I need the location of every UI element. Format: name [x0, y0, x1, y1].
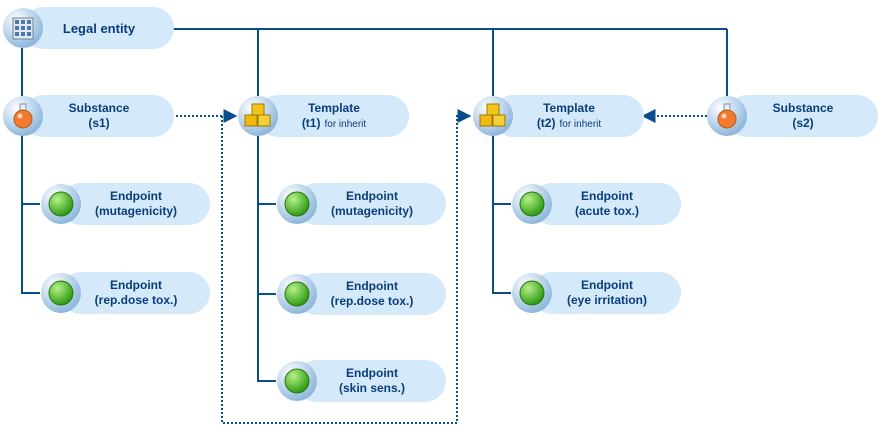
substance-s1-id: (s1) [88, 116, 110, 130]
template-t2-note: for inherit [559, 118, 602, 130]
green-ball-icon [277, 274, 317, 314]
t2-endpoint-eye-irritation-node: Endpoint (eye irritation) [511, 272, 681, 314]
building-icon [3, 8, 43, 48]
endpoint-type: (eye irritation) [566, 293, 647, 307]
endpoint-title: Endpoint [346, 279, 398, 293]
endpoint-type: (mutagenicity) [94, 204, 177, 218]
endpoint-title: Endpoint [110, 278, 162, 292]
endpoint-title: Endpoint [581, 189, 633, 203]
substance-s2-id: (s2) [792, 116, 814, 130]
flask-icon [3, 96, 43, 136]
s1-endpoint-rep-dose-node: Endpoint (rep.dose tox.) [40, 272, 210, 314]
green-ball-icon [277, 361, 317, 401]
endpoint-type: (mutagenicity) [330, 204, 413, 218]
flask-icon [707, 96, 747, 136]
substance-s1-node: Substance (s1) [2, 95, 174, 137]
template-t2-id: (t2) [536, 115, 556, 130]
endpoint-type: (acute tox.) [574, 204, 639, 218]
endpoint-type: (rep.dose tox.) [94, 293, 178, 307]
endpoint-type: (rep.dose tox.) [330, 294, 414, 308]
boxes-icon [238, 96, 278, 136]
substance-s1-title: Substance [68, 101, 130, 115]
t2-endpoints-line [492, 136, 511, 294]
t1-to-t2-dotted-line [221, 109, 472, 424]
legal-entity-node: Legal entity [2, 7, 174, 49]
template-t1-node: Template (t1)for inherit [237, 95, 409, 137]
substance-s2-title: Substance [772, 101, 834, 115]
t1-endpoint-rep-dose-node: Endpoint (rep.dose tox.) [276, 273, 446, 315]
template-t2-node: Template (t2)for inherit [472, 95, 644, 137]
endpoint-title: Endpoint [110, 189, 162, 203]
legal-entity-label: Legal entity [62, 20, 136, 36]
substance-s2-node: Substance (s2) [706, 95, 878, 137]
template-t2-title: Template [543, 100, 595, 115]
boxes-icon [473, 96, 513, 136]
t1-endpoints-line [257, 136, 276, 382]
s1-endpoint-mutagenicity-node: Endpoint (mutagenicity) [40, 183, 210, 225]
green-ball-icon [41, 184, 81, 224]
t1-endpoint-skin-sens-node: Endpoint (skin sens.) [276, 360, 446, 402]
endpoint-title: Endpoint [346, 189, 398, 203]
green-ball-icon [41, 273, 81, 313]
template-t1-id: (t1) [301, 115, 321, 130]
template-t1-note: for inherit [324, 118, 367, 130]
green-ball-icon [512, 273, 552, 313]
s1-endpoints-line [21, 136, 40, 294]
green-ball-icon [277, 184, 317, 224]
template-t1-title: Template [308, 100, 360, 115]
endpoint-title: Endpoint [346, 366, 398, 380]
endpoint-type: (skin sens.) [338, 381, 406, 395]
green-ball-icon [512, 184, 552, 224]
t2-endpoint-acute-tox-node: Endpoint (acute tox.) [511, 183, 681, 225]
t1-endpoint-mutagenicity-node: Endpoint (mutagenicity) [276, 183, 446, 225]
endpoint-title: Endpoint [581, 278, 633, 292]
